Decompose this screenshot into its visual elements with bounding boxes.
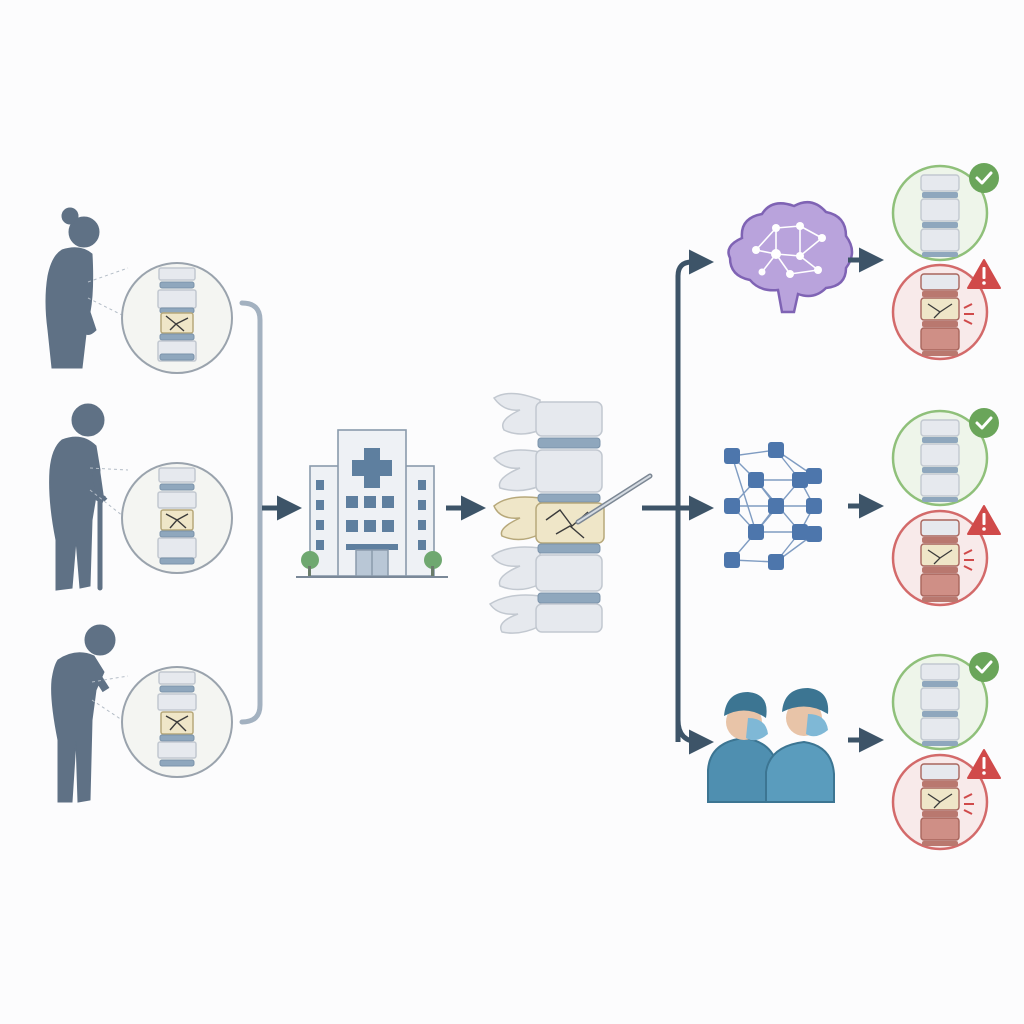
warning-icon xyxy=(967,505,1001,535)
spine-needle-icon xyxy=(488,392,653,634)
vertebra-body xyxy=(920,198,960,222)
outcomes-machine-learning xyxy=(891,163,1001,361)
hospital-icon xyxy=(296,429,448,578)
outcome-good xyxy=(891,163,999,262)
warning-icon xyxy=(967,259,1001,289)
disc xyxy=(922,467,958,473)
outcomes-surgeons xyxy=(891,652,1001,851)
zoom-line-lower xyxy=(89,489,129,521)
vertebra-body xyxy=(920,573,960,597)
vertebra-fracture-icon xyxy=(157,467,197,565)
crack xyxy=(927,303,953,319)
vertebra-body xyxy=(920,174,960,192)
vertebra-body xyxy=(920,297,960,321)
disc xyxy=(922,192,958,198)
disc xyxy=(922,321,958,327)
tree-icon xyxy=(301,551,319,576)
disc xyxy=(922,567,958,573)
outcomes-neural-network xyxy=(891,408,1001,607)
vertebra-body xyxy=(920,273,960,291)
magnifier-fracture-1 xyxy=(121,262,233,374)
split-connector xyxy=(642,249,714,755)
disc xyxy=(922,291,958,297)
zoom-line-upper xyxy=(89,467,129,471)
pain-marks xyxy=(963,303,974,325)
vertebra-fracture-icon xyxy=(157,671,197,767)
vertebra-body xyxy=(920,443,960,467)
disc xyxy=(922,497,958,502)
patient-woman xyxy=(45,207,129,369)
surgeon-right xyxy=(765,688,835,803)
vertebra-body xyxy=(920,663,960,681)
outcome-good xyxy=(891,652,999,751)
vertebra-body xyxy=(920,543,960,567)
disc xyxy=(922,537,958,543)
disc xyxy=(922,841,958,846)
disc xyxy=(922,252,958,257)
checkmark-icon xyxy=(969,408,999,438)
needle-icon xyxy=(575,473,653,525)
checkmark-icon xyxy=(969,652,999,682)
pain-marks xyxy=(963,549,974,571)
elderly-woman-icon xyxy=(45,207,100,369)
vertebra-body xyxy=(920,419,960,437)
checkmark-icon xyxy=(969,163,999,193)
vertebra-body xyxy=(920,717,960,741)
disc xyxy=(922,222,958,228)
patient-man-stooped xyxy=(51,624,129,803)
pain-marks xyxy=(963,793,974,815)
elderly-man-stooped-icon xyxy=(51,624,116,803)
disc xyxy=(922,811,958,817)
disc xyxy=(922,597,958,602)
outcome-good xyxy=(891,408,999,507)
vertebra-body xyxy=(920,228,960,252)
vertebra-body xyxy=(920,817,960,841)
vertebra-body xyxy=(920,687,960,711)
vertebra-body xyxy=(920,763,960,781)
vertebra-body xyxy=(920,473,960,497)
vertebra-body xyxy=(920,327,960,351)
node-network-icon xyxy=(724,442,822,570)
warning-icon xyxy=(967,749,1001,779)
tree-icon xyxy=(424,551,442,576)
disc xyxy=(922,711,958,717)
disc xyxy=(922,741,958,746)
crack xyxy=(927,793,953,809)
disc xyxy=(922,681,958,687)
magnifier-fracture-2 xyxy=(121,462,233,574)
outcome-refracture xyxy=(891,505,1001,607)
zoom-line-upper xyxy=(87,267,129,283)
outcome-refracture xyxy=(891,749,1001,851)
patient-man-cane xyxy=(49,403,129,591)
brain-network-icon xyxy=(727,200,854,314)
disc xyxy=(922,351,958,356)
vertebra-body xyxy=(920,787,960,811)
surgeons-icon xyxy=(707,688,835,803)
zoom-line-upper xyxy=(91,675,129,683)
magnifier-fracture-3 xyxy=(121,666,233,778)
grouping-bracket xyxy=(239,300,263,725)
vertebra-body xyxy=(920,519,960,537)
crack xyxy=(927,549,953,565)
outcome-refracture xyxy=(891,259,1001,361)
outcome-column xyxy=(891,163,1001,851)
elderly-man-cane-icon xyxy=(49,403,108,591)
vertebra-fracture-icon xyxy=(157,267,197,362)
disc xyxy=(922,781,958,787)
disc xyxy=(922,437,958,443)
